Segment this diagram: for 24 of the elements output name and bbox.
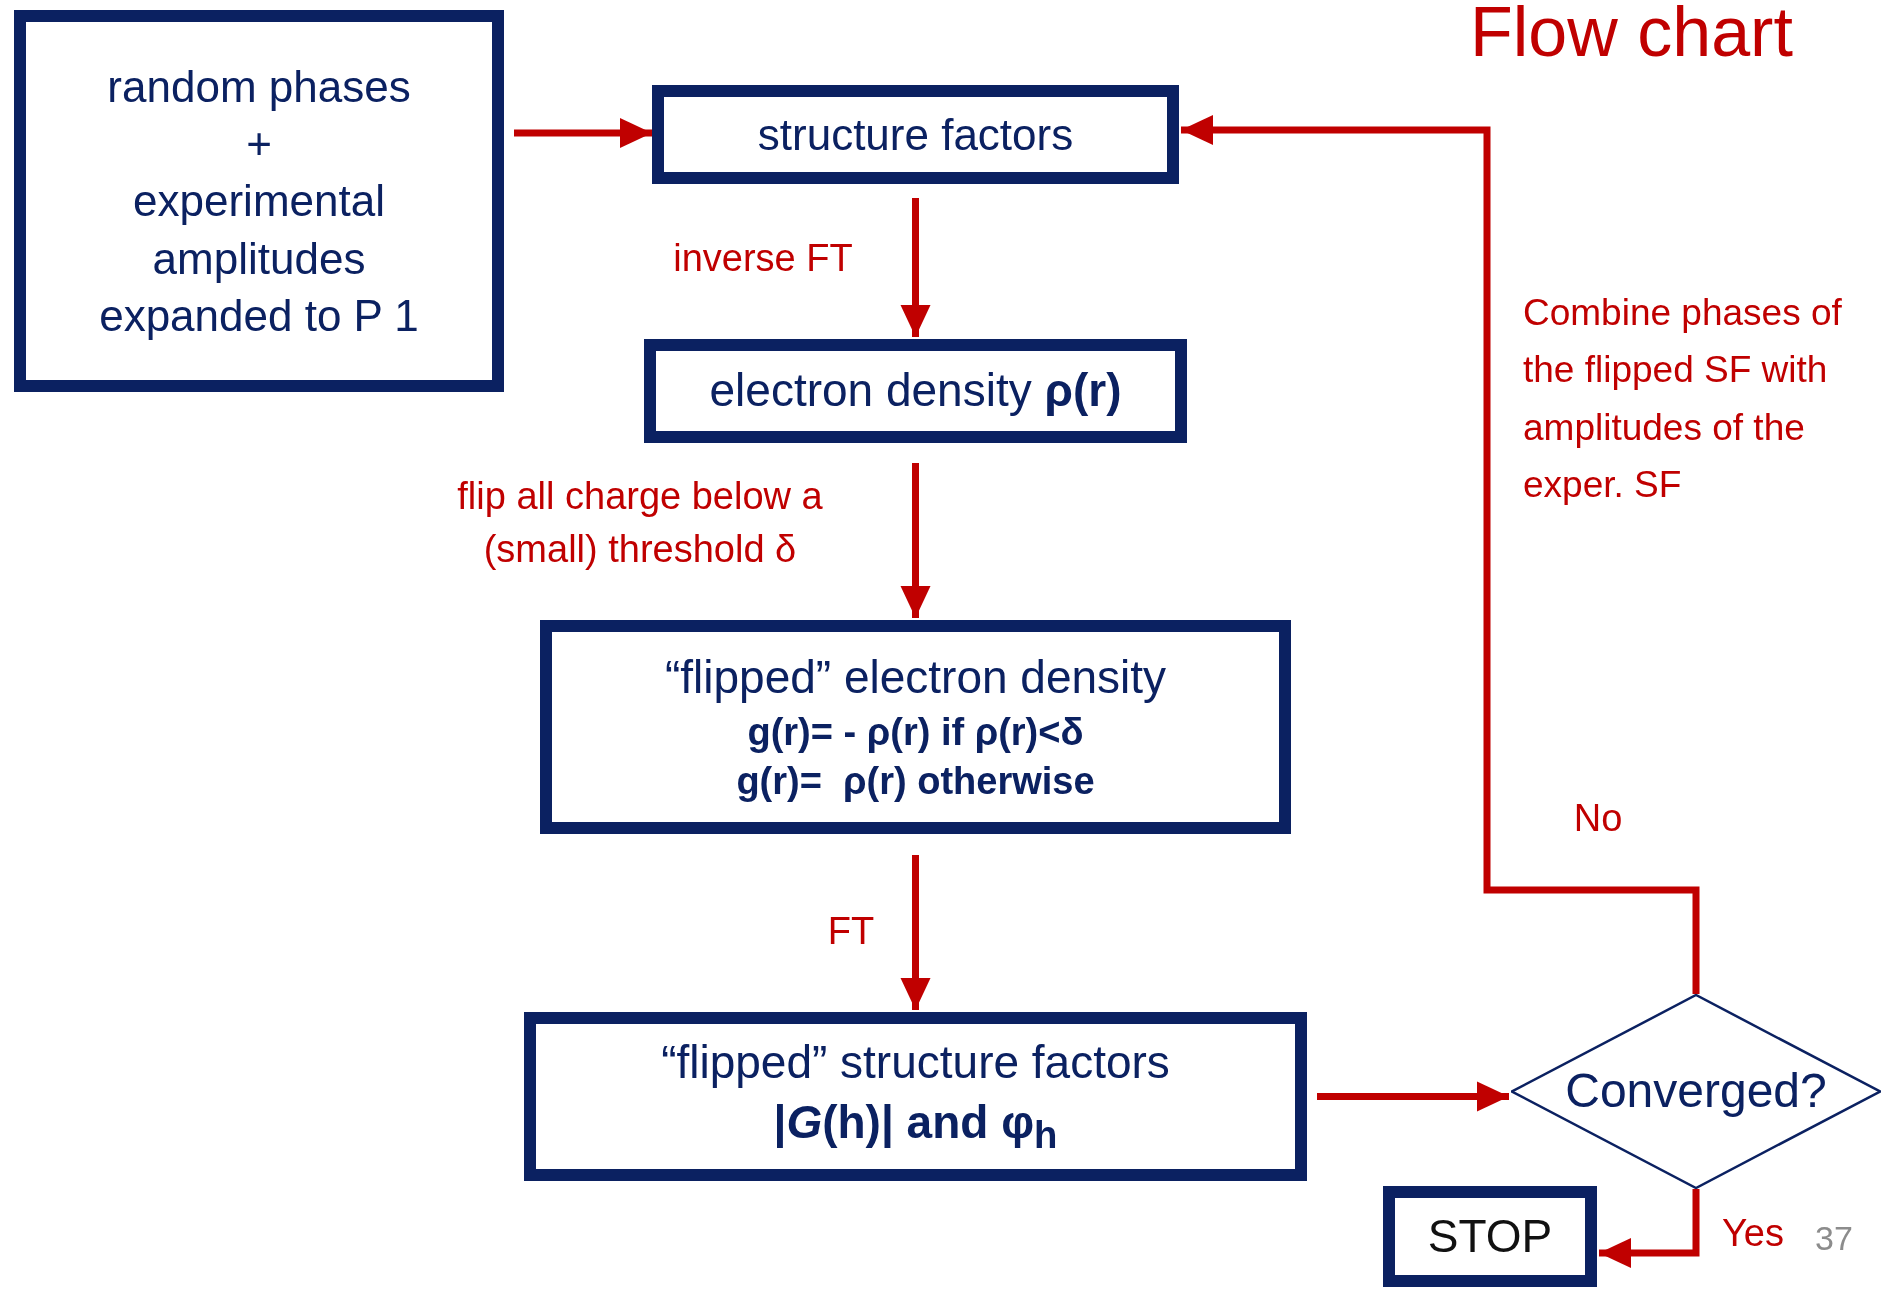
formula-text: experimental amplitudes expanded to P 1 <box>98 175 420 342</box>
box-label: “flipped” structure factors <box>661 1035 1170 1091</box>
formula-text: g(r)= - ρ(r) if ρ(r)<δ <box>747 709 1084 755</box>
page-number: 37 <box>1815 1218 1854 1259</box>
process-box <box>652 85 1179 184</box>
box-label: Converged? <box>1565 1063 1827 1120</box>
formula-text: |G(h)| and φ$_{h}$ <box>773 1094 1058 1159</box>
process-box <box>1383 1186 1597 1287</box>
box-label: STOP <box>1427 1208 1553 1264</box>
process-box <box>524 1012 1307 1181</box>
process-box <box>644 339 1187 443</box>
process-box <box>14 10 504 392</box>
process-box <box>540 620 1291 834</box>
box-label: electron density ρ(r) <box>709 363 1122 419</box>
formula-text: + <box>246 118 272 171</box>
box-label: structure factors <box>757 108 1074 161</box>
box-label: random phases <box>107 61 411 114</box>
decision-diamond <box>1511 994 1881 1189</box>
chart-title: Flow chart <box>1470 0 1793 71</box>
box-label: “flipped” electron density <box>664 649 1167 705</box>
annotation-text: Combine phases of the flipped SF with amplitudes of the exper. SF <box>1523 291 1843 508</box>
arrow <box>1599 1189 1700 1268</box>
formula-text: g(r)= ρ(r) otherwise <box>736 758 1095 804</box>
arrow <box>1181 115 1700 994</box>
